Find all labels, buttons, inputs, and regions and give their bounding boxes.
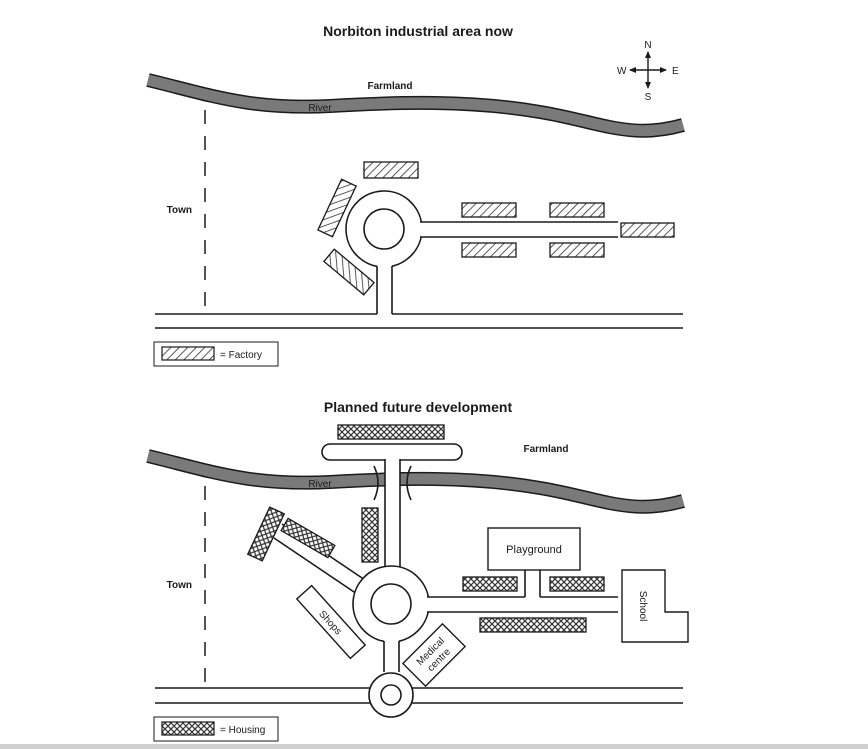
medical-centre: Medical centre [401,622,467,688]
housing-south-long [479,617,587,633]
factory-row2-b [549,242,605,258]
compass: N S E W [617,40,679,103]
river-label-2: River [308,479,332,490]
compass-s: S [645,92,652,103]
housing-east-b [549,576,605,592]
legend-factory: = Factory [153,341,279,367]
playground-label: Playground [506,544,562,556]
legend-factory-text: = Factory [220,350,262,361]
map-future: Planned future development River Farmlan… [146,399,689,742]
road-network-1 [155,190,683,329]
factory-top [363,161,419,179]
factory-row1-a [461,202,517,218]
compass-w: W [617,66,627,77]
housing-centre-north [361,507,379,563]
school-label: School [637,591,648,622]
legend-housing-text: = Housing [220,725,265,736]
legend-housing: = Housing [153,716,279,742]
farmland-label-1: Farmland [367,81,412,92]
factory-left-upper [317,178,357,238]
factory-row1-b [549,202,605,218]
factory-row2-a [461,242,517,258]
river-label-1: River [308,103,332,114]
legend-housing-swatch [161,721,215,736]
compass-n: N [644,40,651,51]
map-current: Norbiton industrial area now N S E W Riv… [146,23,685,367]
factory-left-lower [323,248,375,296]
compass-e: E [672,66,679,77]
town-label-2: Town [167,580,192,591]
legend-factory-swatch [161,346,215,361]
road-network-2 [155,443,683,718]
playground: Playground [487,527,581,571]
factory-end [620,222,675,238]
map2-title: Planned future development [324,399,513,415]
river-1: River [146,73,685,138]
farmland-label-2: Farmland [523,444,568,455]
town-label-1: Town [167,205,192,216]
map1-title: Norbiton industrial area now [323,23,513,39]
housing-east-a [462,576,518,592]
housing-group [246,424,605,633]
shops: Shops [295,584,367,660]
factory-group [317,161,675,296]
housing-north [337,424,445,440]
school: School [621,569,689,643]
housing-west-diagonal [280,517,336,559]
river-2: River [146,449,685,514]
housing-west-vertical [246,506,286,562]
bottom-edge [0,744,868,749]
